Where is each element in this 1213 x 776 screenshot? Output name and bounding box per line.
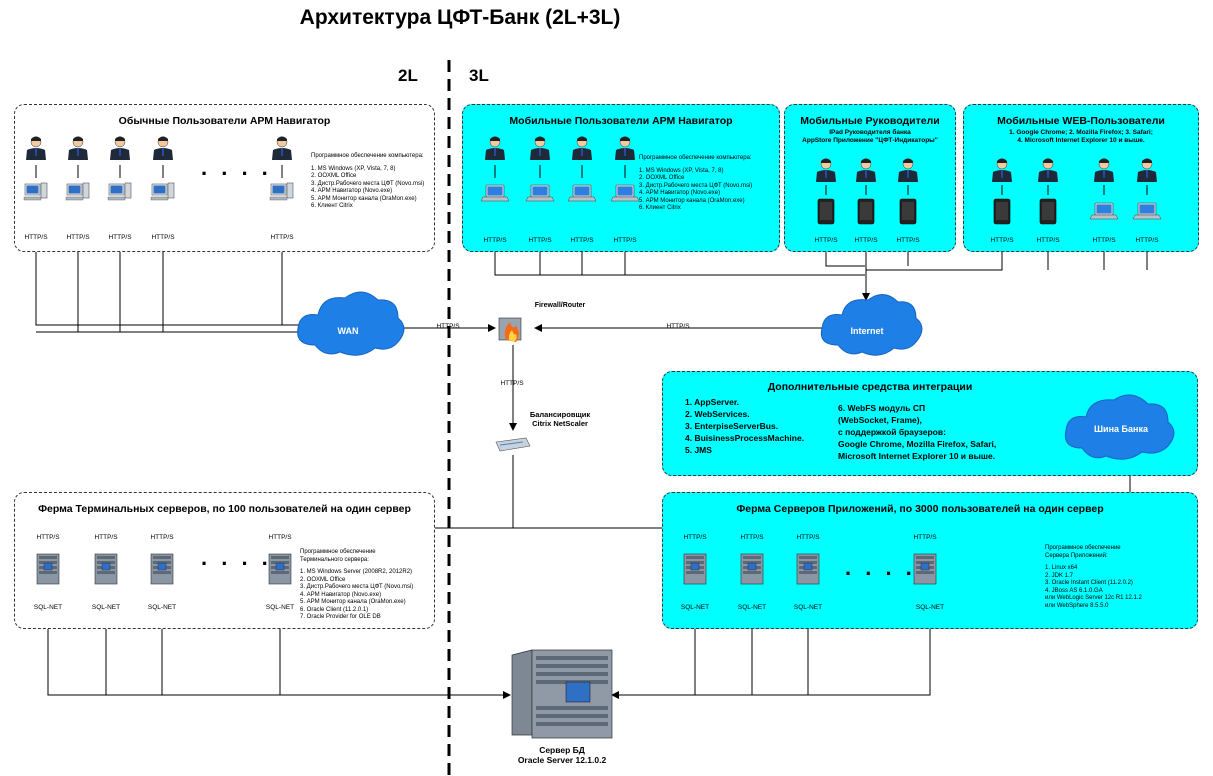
panel-arm-users: Обычные Пользователи АРМ Навигатор Прогр… [14,104,435,252]
proto-label: HTTP/S [36,534,60,541]
proto-label: HTTP/S [913,534,937,541]
proto-label: SQL-NET [737,604,767,611]
panel-title: Ферма Терминальных серверов, по 100 поль… [38,503,411,515]
proto-label: HTTP/S [528,237,552,244]
proto-label: SQL-NET [147,604,177,611]
integration-list-left: 1. AppServer. 2. WebServices. 3. Enterpi… [685,397,805,455]
proto-label: HTTP/S [990,237,1014,244]
panel-title: Ферма Серверов Приложений, по 3000 польз… [736,503,1104,515]
panel-title: Мобильные WEB-Пользователи [997,115,1165,127]
panel-title: Обычные Пользователи АРМ Навигатор [118,115,331,127]
proto-label: HTTP/S [854,237,878,244]
proto-label: SQL-NET [91,604,121,611]
panel-subtitle: AppStore Приложение "ЦФТ-Индикаторы" [802,137,938,144]
proto-label: HTTP/S [94,534,118,541]
proto-label: HTTP/S [150,534,174,541]
proto-label: HTTP/S [740,534,764,541]
proto-label: HTTP/S [666,323,690,330]
proto-label: HTTP/S [796,534,820,541]
ellipsis: . . . . [201,545,272,570]
proto-label: HTTP/S [24,234,48,241]
proto-label: HTTP/S [1135,237,1159,244]
panel-subtitle: IPad Руководителя банка [829,129,911,136]
software-list: Программное обеспечение Терминального се… [300,549,414,620]
tier-label-2l: 2L [398,66,418,85]
panel-mobile-arm: Мобильные Пользователи АРМ Навигатор Про… [462,104,780,252]
panel-mobile-managers: Мобильные Руководители IPad Руководителя… [784,104,956,252]
integration-list-right: 6. WebFS модуль СП (WebSocket, Frame), с… [838,403,997,461]
software-list: Программное обеспечение компьютера: 1. M… [639,155,753,211]
proto-label: HTTP/S [1092,237,1116,244]
proto-label: SQL-NET [33,604,63,611]
panel-subtitle: 1. Google Chrome; 2. Mozilla Firefox; 3.… [1009,129,1153,136]
software-list: Программное обеспечение Сервера Приложен… [1045,545,1142,609]
panel-subtitle: 4. Microsoft Internet Explorer 10 и выше… [1017,137,1145,144]
proto-label: HTTP/S [683,534,707,541]
wan-label: WAN [337,326,359,336]
panel-title: Мобильные Руководители [800,115,940,127]
ellipsis: . . . . [201,155,272,180]
proto-label: SQL-NET [915,604,945,611]
proto-label: HTTP/S [151,234,175,241]
proto-label: HTTP/S [436,323,460,330]
panel-terminal-farm: Ферма Терминальных серверов, по 100 поль… [14,492,435,629]
proto-label: HTTP/S [570,237,594,244]
software-list: Программное обеспечение компьютера: 1. M… [311,153,425,209]
diagram-title: Архитектура ЦФТ-Банк (2L+3L) [299,6,621,29]
proto-label: HTTP/S [270,234,294,241]
proto-label: HTTP/S [500,380,524,387]
bank-bus-label: Шина Банка [1094,424,1148,434]
proto-label: HTTP/S [1036,237,1060,244]
panel-mobile-web: Мобильные WEB-Пользователи 1. Google Chr… [963,104,1199,252]
panel-title: Дополнительные средства интеграции [767,381,973,393]
panel-title: Мобильные Пользователи АРМ Навигатор [509,115,733,127]
proto-label: HTTP/S [814,237,838,244]
firewall-label: Firewall/Router [534,302,586,309]
internet-label: Internet [850,326,884,336]
proto-label: HTTP/S [613,237,637,244]
proto-label: SQL-NET [680,604,710,611]
proto-label: SQL-NET [793,604,823,611]
proto-label: HTTP/S [483,237,507,244]
tier-label-3l: 3L [469,66,489,85]
ellipsis: . . . . [845,555,916,580]
proto-label: HTTP/S [108,234,132,241]
proto-label: HTTP/S [268,534,292,541]
proto-label: HTTP/S [66,234,90,241]
proto-label: HTTP/S [896,237,920,244]
proto-label: SQL-NET [265,604,295,611]
